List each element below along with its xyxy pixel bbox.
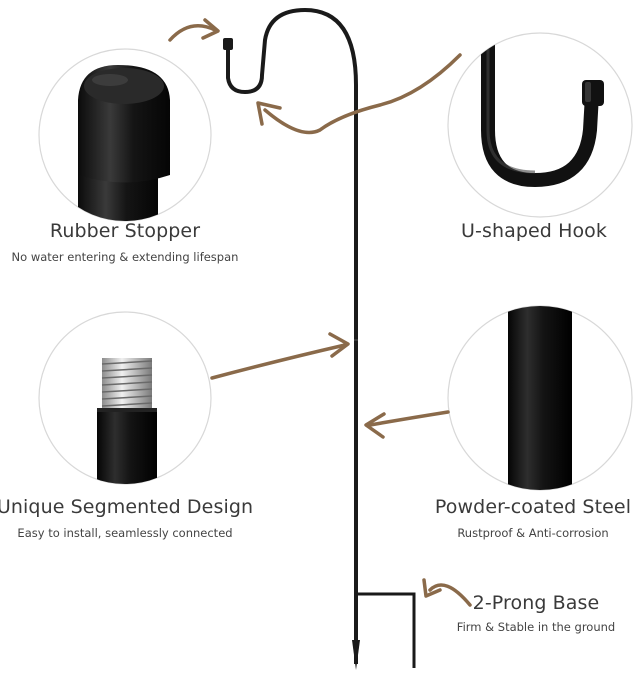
powder-coated-steel-detail-image (447, 305, 633, 491)
segmented-design-title: Unique Segmented Design (0, 496, 254, 518)
powder-coated-steel-title: Powder-coated Steel (434, 496, 632, 518)
two-prong-base-title: 2-Prong Base (472, 592, 600, 614)
powder-coated-steel-desc: Rustproof & Anti-corrosion (457, 526, 609, 540)
two-prong-base-desc: Firm & Stable in the ground (456, 620, 616, 634)
segmented-design-detail-image (38, 311, 212, 485)
rubber-stopper-title: Rubber Stopper (49, 220, 201, 242)
u-shaped-hook-detail-image (447, 32, 633, 218)
rubber-stopper-detail-image (38, 48, 212, 222)
rubber-stopper-desc: No water entering & extending lifespan (11, 250, 239, 264)
u-shaped-hook-title: U-shaped Hook (460, 220, 608, 242)
segmented-design-desc: Easy to install, seamlessly connected (17, 526, 233, 540)
shepherd-hook-product (223, 8, 416, 670)
callout-arrows (168, 18, 472, 607)
